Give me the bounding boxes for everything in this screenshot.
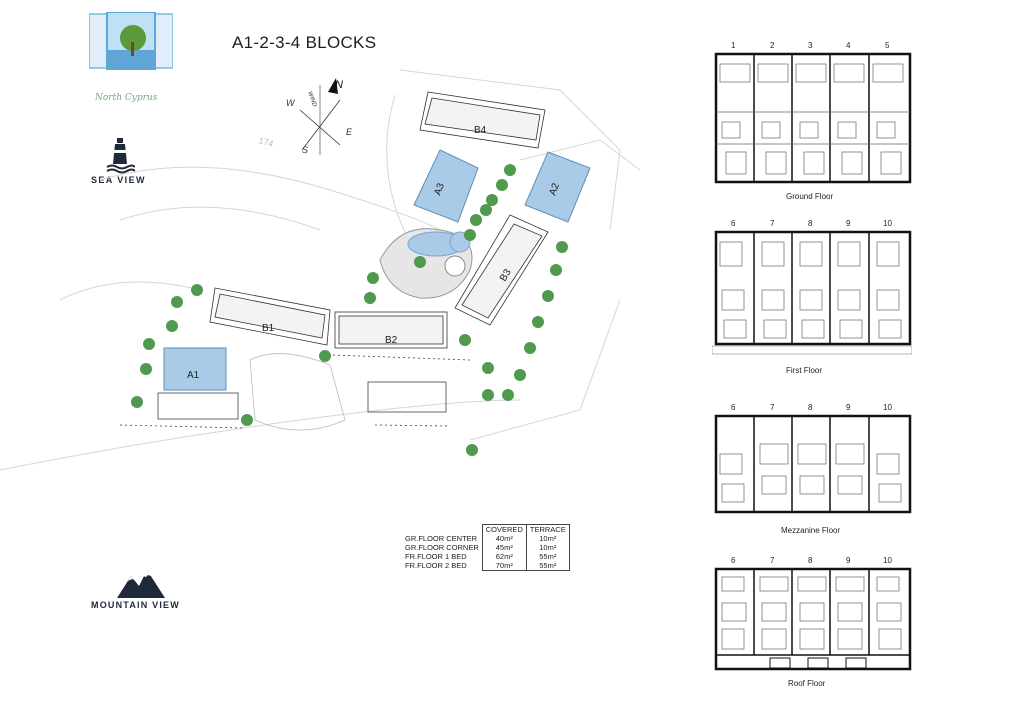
- table-row: GR.FLOOR CENTER 40m² 10m²: [402, 534, 570, 543]
- svg-text:S: S: [302, 145, 308, 155]
- unit-number: 8: [808, 219, 813, 228]
- unit-number: 8: [808, 403, 813, 412]
- unit-number: 9: [846, 403, 851, 412]
- row-covered: 70m²: [481, 561, 527, 571]
- table-row: FR.FLOOR 1 BED 62m² 55m²: [402, 552, 570, 561]
- pool-a3: [413, 149, 479, 223]
- table-row: FR.FLOOR 2 BED 70m² 55m²: [402, 561, 570, 571]
- svg-text:A1: A1: [187, 370, 200, 381]
- unit-number: 7: [770, 556, 775, 565]
- unit-number: 2: [770, 41, 775, 50]
- unit-number: 10: [883, 403, 892, 412]
- first-floor-caption: First Floor: [786, 366, 822, 375]
- pool-a2: [524, 151, 591, 223]
- first-floor-plan: 6 7 8 9 10 First Floor: [712, 218, 912, 380]
- svg-text:E: E: [346, 127, 353, 137]
- block-b4: [419, 91, 546, 149]
- area-table-header: COVERED TERRACE: [402, 524, 570, 534]
- ground-floor-plan: 1 2 3 4 5 Ground Floor: [712, 40, 912, 205]
- unit-number: 7: [770, 403, 775, 412]
- palm-trees: [131, 164, 568, 456]
- mezzanine-floor-caption: Mezzanine Floor: [781, 526, 841, 535]
- block-b2: [334, 311, 448, 349]
- svg-text:B3: B3: [498, 267, 514, 283]
- first-floor-drawing: [712, 230, 912, 355]
- unit-number: 6: [731, 219, 736, 228]
- mountain-icon: [117, 570, 165, 598]
- row-label: GR.FLOOR CORNER: [405, 543, 479, 552]
- unit-number: 9: [846, 219, 851, 228]
- svg-text:174: 174: [257, 135, 274, 149]
- row-terrace: 55m²: [525, 561, 570, 571]
- svg-text:WIND: WIND: [306, 91, 317, 109]
- unit-number: 4: [846, 41, 851, 50]
- unit-number: 5: [885, 41, 890, 50]
- svg-text:A3: A3: [432, 181, 447, 197]
- ground-floor-drawing: [714, 52, 912, 184]
- unit-number: 6: [731, 556, 736, 565]
- svg-text:B4: B4: [474, 125, 487, 136]
- table-row: GR.FLOOR CORNER 45m² 10m²: [402, 543, 570, 552]
- roof-floor-caption: Roof Floor: [788, 679, 826, 688]
- header-terrace: TERRACE: [525, 524, 570, 534]
- roof-floor-drawing: [714, 567, 912, 671]
- svg-text:W: W: [286, 98, 296, 108]
- unit-number: 6: [731, 403, 736, 412]
- unit-number: 3: [808, 41, 813, 50]
- block-b1: [209, 287, 331, 346]
- unit-number: 7: [770, 219, 775, 228]
- ground-floor-caption: Ground Floor: [786, 192, 834, 201]
- row-covered: 40m²: [481, 534, 527, 543]
- sea-window-logo: [89, 12, 173, 70]
- row-terrace: 10m²: [525, 543, 570, 552]
- site-plan: 174 N W E S WIND B4 A3 A2 B3 B: [0, 69, 640, 471]
- svg-text:N: N: [335, 79, 343, 91]
- row-covered: 62m²: [481, 552, 527, 561]
- row-covered: 45m²: [481, 543, 527, 552]
- row-label: FR.FLOOR 2 BED: [405, 561, 467, 571]
- page-title: A1-2-3-4 BLOCKS: [232, 33, 377, 52]
- mountain-view-label: MOUNTAIN VIEW: [91, 600, 180, 610]
- compass-rose-icon: [299, 78, 341, 155]
- header-covered: COVERED: [481, 524, 527, 534]
- lighthouse-icon: [106, 138, 135, 174]
- unit-number: 9: [846, 556, 851, 565]
- svg-text:B1: B1: [262, 323, 275, 334]
- block-b3: [454, 214, 549, 326]
- area-table: COVERED TERRACE GR.FLOOR CENTER 40m² 10m…: [402, 524, 570, 571]
- sea-view-label: SEA VIEW: [91, 175, 146, 185]
- brand-tagline: North Cyprus: [95, 93, 158, 103]
- unit-number: 8: [808, 556, 813, 565]
- pool-a1: [163, 347, 227, 391]
- unit-number: 10: [883, 219, 892, 228]
- row-label: GR.FLOOR CENTER: [405, 534, 478, 543]
- central-pool-area: [379, 228, 473, 299]
- mezzanine-floor-drawing: [714, 414, 912, 514]
- row-terrace: 55m²: [525, 552, 570, 561]
- mezzanine-floor-plan: 6 7 8 9 10 Mezzanine Floor: [712, 402, 912, 538]
- unit-number: 10: [883, 556, 892, 565]
- unit-number: 1: [731, 41, 736, 50]
- row-label: FR.FLOOR 1 BED: [405, 552, 467, 561]
- svg-text:B2: B2: [385, 335, 398, 346]
- roof-floor-plan: 6 7 8 9 10 Roof Floor: [712, 555, 912, 695]
- row-terrace: 10m²: [525, 534, 570, 543]
- svg-text:A2: A2: [547, 181, 562, 197]
